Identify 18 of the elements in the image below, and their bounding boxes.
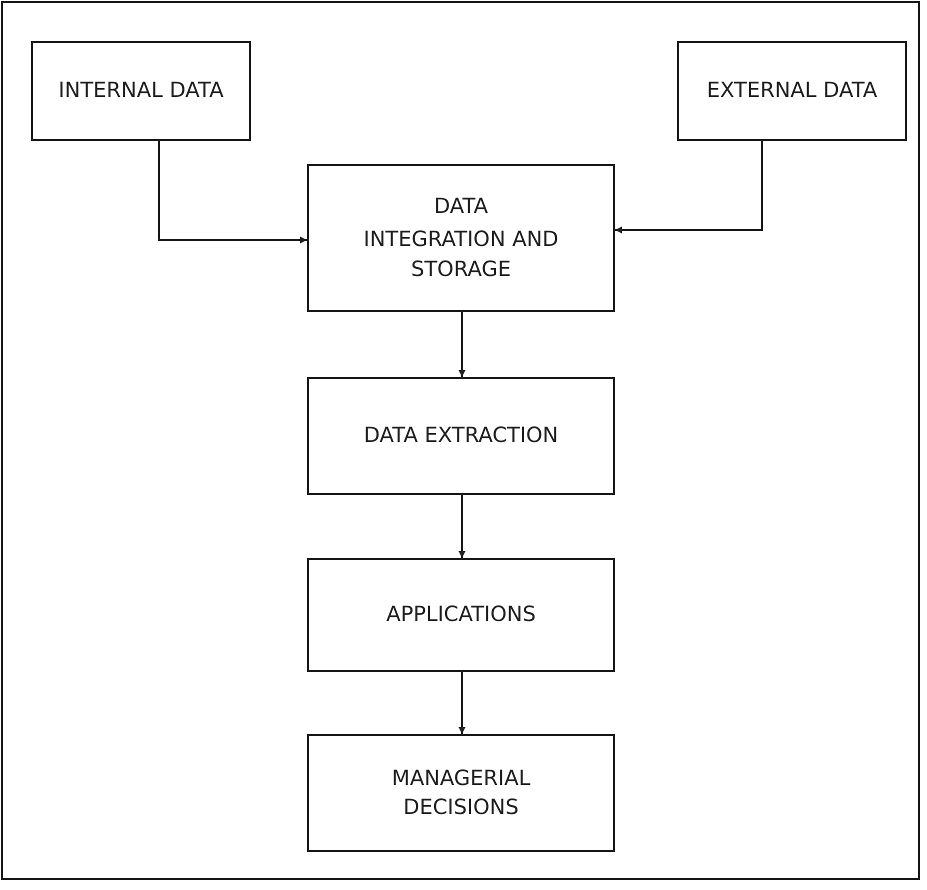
process-box: [307, 558, 615, 672]
arrow: [615, 141, 763, 234]
box-label: MANAGERIAL DECISIONS: [390, 764, 532, 821]
process-box: [31, 41, 251, 141]
box-label: DATA EXTRACTION: [364, 422, 558, 450]
box-label: DATA: [434, 192, 488, 220]
process-box: [307, 734, 615, 852]
arrow: [458, 495, 466, 558]
box-label: APPLICATIONS: [386, 601, 536, 628]
arrow: [458, 672, 466, 734]
arrow: [158, 141, 307, 244]
process-box: [307, 164, 615, 312]
arrow: [458, 312, 466, 377]
box-label: INTEGRATION AND STORAGE: [362, 226, 560, 283]
box-label: INTERNAL DATA: [58, 77, 224, 104]
process-box: [307, 377, 615, 495]
process-box: [677, 41, 907, 141]
box-label: EXTERNAL DATA: [706, 77, 878, 104]
